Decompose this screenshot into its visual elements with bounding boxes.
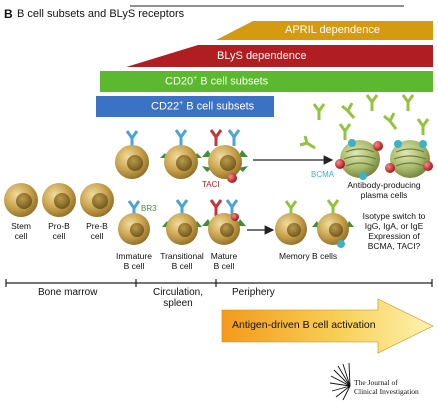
taci-receptor-icon bbox=[231, 213, 239, 221]
antibody-icon bbox=[312, 103, 326, 120]
plasma-cell-right bbox=[385, 140, 433, 178]
bcma-receptor-icon bbox=[359, 172, 367, 180]
figure-title: B cell subsets and BLyS receptors bbox=[17, 8, 185, 20]
bcr-antibody-icon bbox=[125, 130, 139, 146]
antibody-icon bbox=[383, 112, 398, 130]
circulation-spleen-label: Circulation,spleen bbox=[152, 287, 204, 309]
blys-dependence-band bbox=[126, 45, 433, 67]
taci-receptor-icon bbox=[385, 163, 395, 173]
bone-marrow-label: Bone marrow bbox=[38, 287, 98, 298]
immature-b-cell bbox=[118, 200, 150, 245]
taci-receptor-icon bbox=[373, 141, 383, 151]
april-dependence-band bbox=[216, 21, 433, 40]
antibody-icon bbox=[401, 94, 415, 111]
antibody-icon bbox=[299, 135, 316, 150]
memory-b-cell-2 bbox=[312, 199, 354, 248]
bcr-antibody-icon bbox=[209, 199, 223, 216]
taci-receptor-icon bbox=[227, 173, 237, 183]
bcr-antibody-icon bbox=[174, 129, 188, 146]
antibody-icon bbox=[341, 102, 356, 119]
bcma-receptor-icon bbox=[348, 139, 356, 147]
blys-dependence-label: BLyS dependence bbox=[217, 50, 307, 62]
activation-block-arrow bbox=[221, 298, 434, 354]
plasma-cell-left bbox=[335, 139, 383, 180]
memory-b-cells-label: Memory B cells bbox=[279, 251, 338, 261]
figure-letter: B bbox=[4, 7, 13, 21]
antibody-icon bbox=[338, 123, 352, 140]
cd20-subsets-label: CD20+ B cell subsets bbox=[165, 75, 269, 88]
cd20-subsets-band bbox=[100, 71, 433, 92]
activation-label: Antigen-driven B cell activation bbox=[232, 319, 376, 331]
stem-cell bbox=[4, 183, 38, 217]
taci-label: TACI bbox=[202, 180, 220, 189]
bcma-label: BCMA bbox=[311, 170, 335, 179]
upper-immature-cell bbox=[115, 130, 149, 179]
pro-b-cell bbox=[42, 183, 76, 217]
pre-b-cell bbox=[80, 183, 114, 217]
taci-receptor-icon bbox=[423, 161, 433, 171]
memory-b-cell-1 bbox=[275, 200, 307, 245]
upper-transitional-cell bbox=[160, 129, 202, 179]
bcr-antibody-icon bbox=[227, 129, 241, 146]
bcma-receptor-icon bbox=[419, 140, 427, 148]
transitional-b-cell bbox=[162, 199, 202, 245]
mature-b-cell bbox=[202, 199, 246, 245]
cd22-subsets-band bbox=[96, 96, 274, 117]
bcma-receptor-icon bbox=[337, 240, 345, 248]
secreted-antibodies bbox=[299, 94, 430, 150]
periphery-label: Periphery bbox=[232, 287, 275, 298]
antibody-icon bbox=[416, 118, 430, 135]
bcr-antibody-icon bbox=[209, 129, 223, 146]
bcma-receptor-icon bbox=[335, 159, 345, 169]
upper-mature-cell bbox=[202, 129, 248, 183]
antibody-icon bbox=[365, 94, 379, 111]
cd22-subsets-label: CD22+ B cell subsets bbox=[151, 100, 255, 113]
journal-logo-icon bbox=[329, 362, 351, 401]
br3-label: BR3 bbox=[141, 204, 157, 213]
bcma-receptor-icon bbox=[394, 140, 402, 148]
april-dependence-label: APRIL dependence bbox=[285, 24, 380, 36]
